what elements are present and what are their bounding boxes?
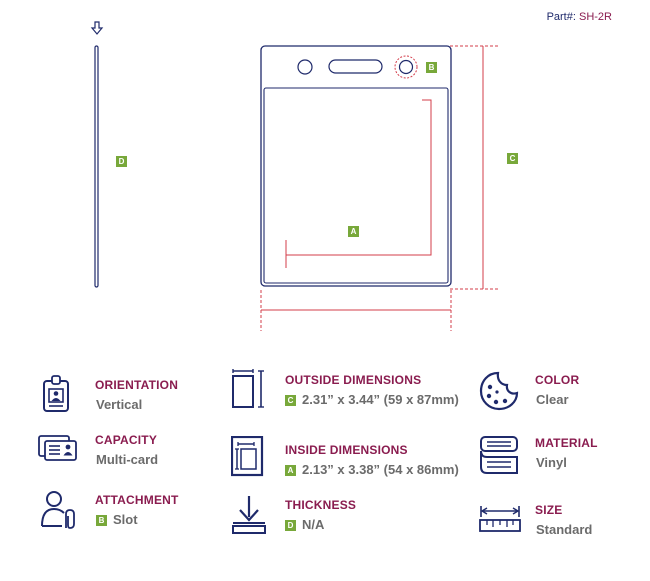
person-clip-icon bbox=[41, 491, 75, 529]
color-label: COLOR bbox=[535, 373, 580, 387]
outside-dimensions-value: C 2.31” x 3.44” (59 x 87mm) bbox=[285, 392, 459, 407]
thickness-value: D N/A bbox=[285, 517, 324, 532]
thickness-icon bbox=[232, 496, 266, 534]
attachment-value-text: Slot bbox=[113, 512, 138, 527]
card-pocket bbox=[263, 87, 449, 284]
holder-edge bbox=[94, 45, 99, 288]
side-view-diagram bbox=[90, 21, 104, 288]
slot-highlight bbox=[394, 55, 418, 79]
badge-thickness: D bbox=[116, 156, 127, 167]
attachment-badge: B bbox=[96, 515, 107, 526]
material-icon bbox=[480, 436, 518, 474]
inside-dimension-lines bbox=[286, 99, 432, 256]
down-arrow-icon bbox=[90, 21, 104, 35]
badge-slot: B bbox=[426, 62, 437, 73]
thickness-value-text: N/A bbox=[302, 517, 325, 532]
inside-dimensions-icon bbox=[231, 436, 264, 477]
outside-dimensions-badge: C bbox=[285, 395, 296, 406]
ruler-icon bbox=[479, 506, 521, 532]
material-value: Vinyl bbox=[536, 455, 567, 470]
part-number: Part#: SH-2R bbox=[547, 11, 612, 23]
thickness-label: THICKNESS bbox=[285, 498, 357, 512]
inside-dimensions-value: A 2.13” x 3.38” (54 x 86mm) bbox=[285, 462, 459, 477]
round-hole-right bbox=[398, 59, 414, 75]
part-number-value: SH-2R bbox=[578, 11, 612, 23]
part-label: Part#: bbox=[546, 11, 576, 23]
badge-outside: C bbox=[507, 153, 518, 164]
attachment-label: ATTACHMENT bbox=[95, 493, 179, 507]
orientation-label: ORIENTATION bbox=[95, 378, 179, 392]
thickness-badge: D bbox=[285, 520, 296, 531]
capacity-label: CAPACITY bbox=[95, 433, 158, 447]
slot-hole bbox=[328, 59, 383, 74]
size-value: Standard bbox=[536, 522, 593, 537]
outside-dimensions-icon bbox=[232, 369, 264, 408]
id-badge-icon bbox=[43, 375, 69, 412]
outside-dimensions-label: OUTSIDE DIMENSIONS bbox=[285, 373, 422, 387]
capacity-value: Multi-card bbox=[96, 452, 159, 467]
inside-dimensions-label: INSIDE DIMENSIONS bbox=[285, 443, 408, 457]
inside-dimensions-value-text: 2.13” x 3.38” (54 x 86mm) bbox=[302, 462, 459, 477]
material-label: MATERIAL bbox=[535, 436, 598, 450]
outside-dimensions-value-text: 2.31” x 3.44” (59 x 87mm) bbox=[302, 392, 459, 407]
cards-icon bbox=[38, 435, 77, 461]
front-view-diagram bbox=[260, 45, 500, 331]
badge-inside: A bbox=[348, 226, 359, 237]
palette-icon bbox=[479, 371, 519, 411]
color-value: Clear bbox=[536, 392, 569, 407]
size-label: SIZE bbox=[535, 503, 563, 517]
orientation-value: Vertical bbox=[96, 397, 143, 412]
inside-dimensions-badge: A bbox=[285, 465, 296, 476]
attachment-value: B Slot bbox=[96, 512, 138, 527]
round-hole bbox=[297, 59, 313, 75]
